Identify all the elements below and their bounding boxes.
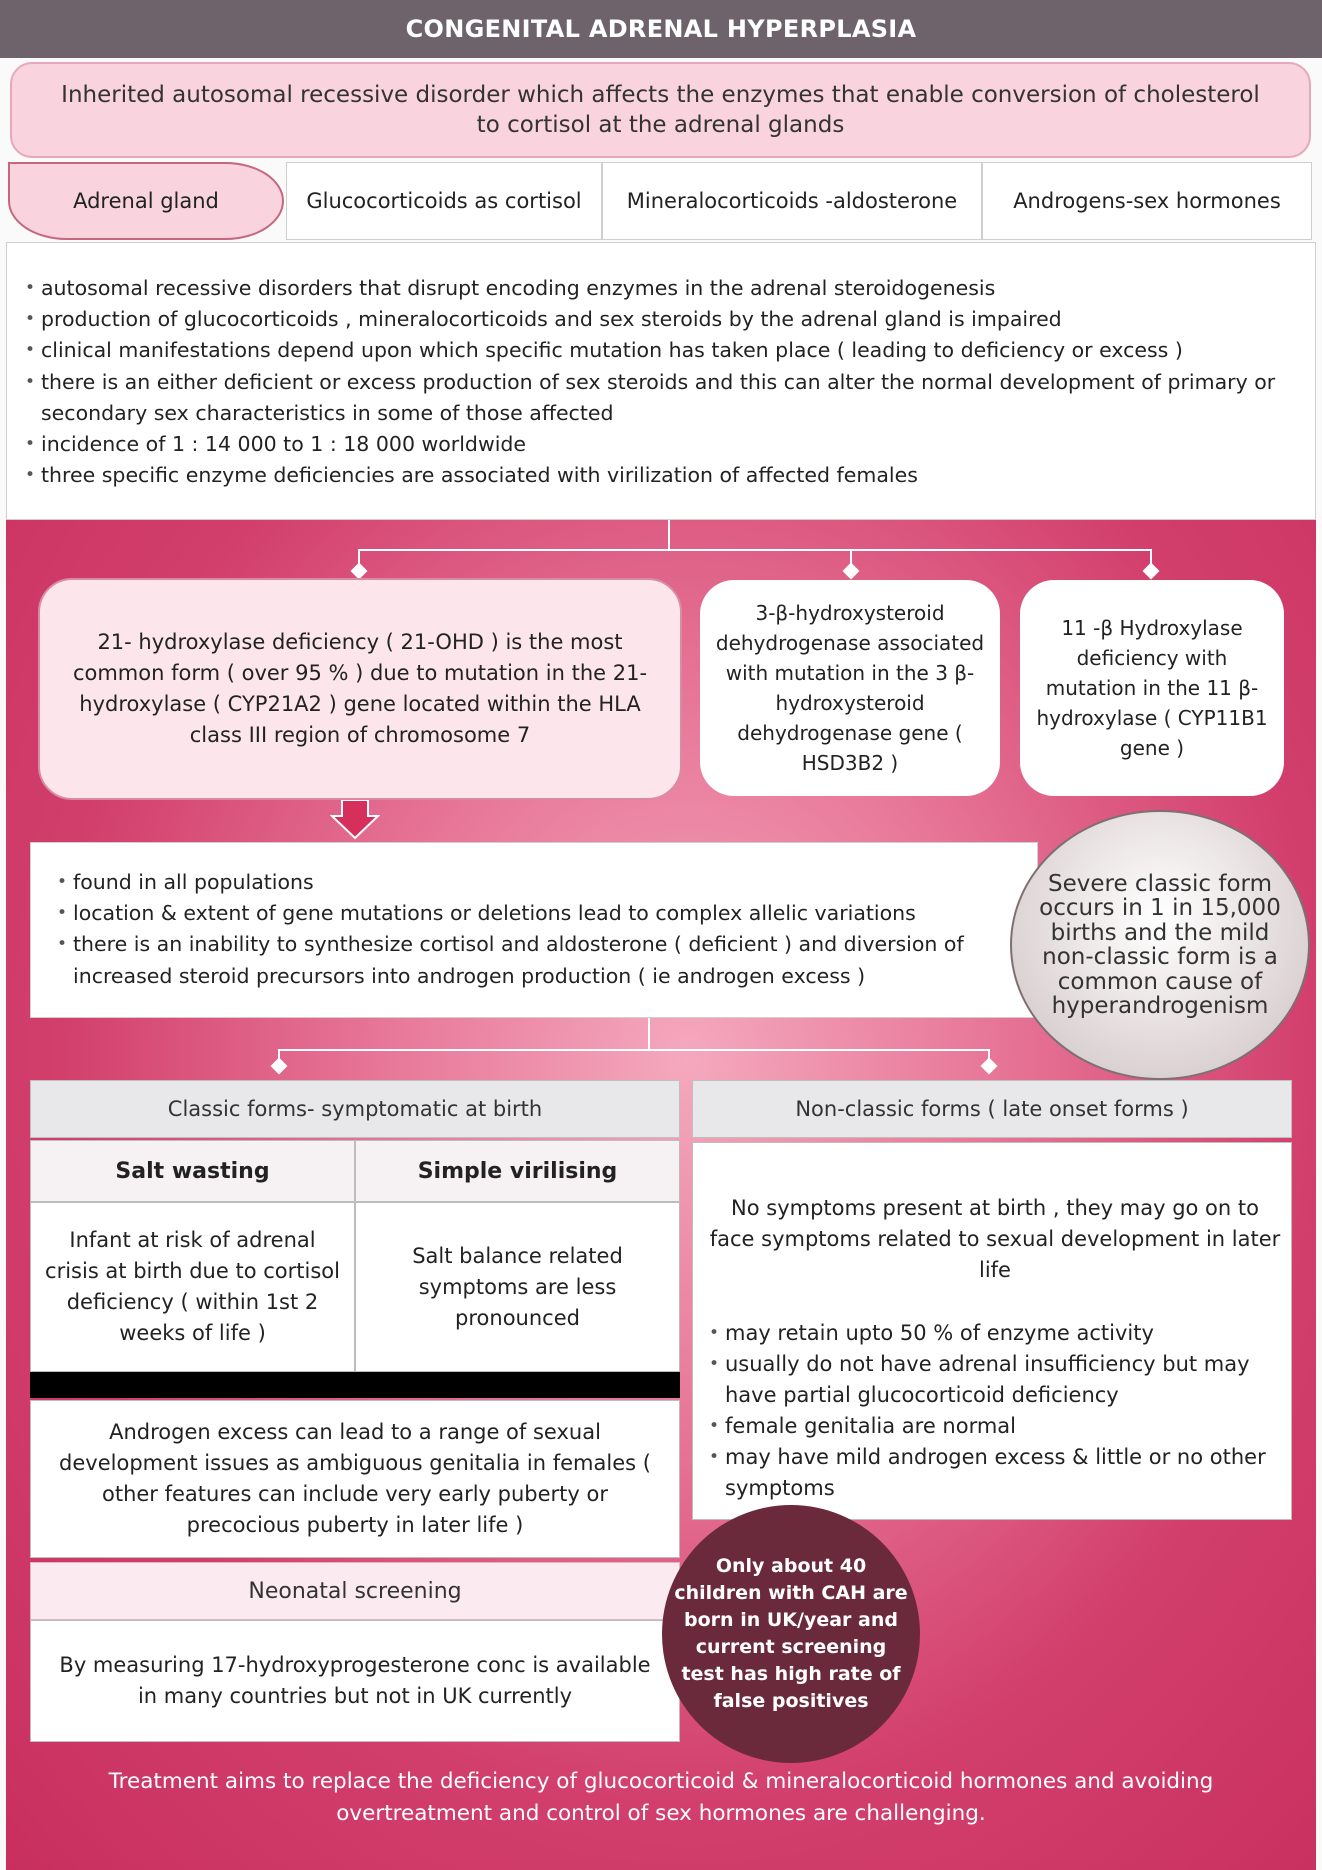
androgen-excess-text: Androgen excess can lead to a range of s… [30,1400,680,1558]
connector-line [668,520,670,550]
tab-adrenal-gland: Adrenal gland [8,162,284,240]
nonclassic-item: usually do not have adrenal insufficienc… [709,1349,1281,1411]
card-11-beta-hydroxylase: 11 -β Hydroxylase deficiency with mutati… [1020,580,1284,796]
connector-line [278,1049,280,1063]
findings-item: there is an inability to synthesize cort… [57,929,1017,991]
arrow-down-icon [330,800,380,840]
description-item: production of glucocorticoids , mineralo… [25,304,1295,335]
description-item: clinical manifestations depend upon whic… [25,335,1295,366]
page-title: CONGENITAL ADRENAL HYPERPLASIA [0,0,1322,58]
description-item: three specific enzyme deficiencies are a… [25,460,1295,491]
intro-box: Inherited autosomal recessive disorder w… [10,62,1311,158]
nonclassic-item: may have mild androgen excess & little o… [709,1442,1281,1504]
nonclassic-intro: No symptoms present at birth , they may … [709,1196,1281,1282]
card-21-hydroxylase: 21- hydroxylase deficiency ( 21-OHD ) is… [38,578,682,800]
connector-line [358,549,1152,551]
findings-item: location & extent of gene mutations or d… [57,898,1017,929]
salt-wasting-title: Salt wasting [30,1140,355,1202]
simple-virilising-text: Salt balance related symptoms are less p… [355,1202,680,1372]
treatment-footer: Treatment aims to replace the deficiency… [108,1769,1214,1826]
description-item: incidence of 1 : 14 000 to 1 : 18 000 wo… [25,429,1295,460]
description-item: autosomal recessive disorders that disru… [25,273,1295,304]
connector-line [1150,549,1152,569]
findings-box: found in all populations location & exte… [30,842,1038,1018]
connector-line [648,1018,650,1050]
salt-wasting-text: Infant at risk of adrenal crisis at birt… [30,1202,355,1372]
tab-glucocorticoids: Glucocorticoids as cortisol [286,162,602,240]
nonclassic-box: No symptoms present at birth , they may … [692,1142,1292,1520]
nonclassic-item: may retain upto 50 % of enzyme activity [709,1318,1281,1349]
hormone-tabs: Adrenal gland Glucocorticoids as cortiso… [8,162,1312,240]
neonatal-screening-text: By measuring 17-hydroxyprogesterone conc… [30,1620,680,1742]
tab-androgens: Androgens-sex hormones [982,162,1312,240]
description-box: autosomal recessive disorders that disru… [6,242,1316,520]
nonclassic-item: female genitalia are normal [709,1411,1281,1442]
nonclassic-forms-header: Non-classic forms ( late onset forms ) [692,1080,1292,1138]
divider-bar [30,1372,680,1398]
neonatal-screening-header: Neonatal screening [30,1562,680,1620]
findings-item: found in all populations [57,867,1017,898]
description-item: there is an either deficient or excess p… [25,367,1295,429]
connector-line [278,1049,990,1051]
uk-screening-note: Only about 40 children with CAH are born… [662,1505,920,1763]
connector-line [850,549,852,569]
connector-line [358,549,360,569]
severe-classic-note: Severe classic form occurs in 1 in 15,00… [1010,810,1310,1080]
tab-mineralocorticoids: Mineralocorticoids -aldosterone [602,162,982,240]
connector-line [988,1049,990,1063]
simple-virilising-title: Simple virilising [355,1140,680,1202]
classic-forms-header: Classic forms- symptomatic at birth [30,1080,680,1138]
card-3-beta-hsd: 3-β-hydroxysteroid dehydrogenase associa… [700,580,1000,796]
